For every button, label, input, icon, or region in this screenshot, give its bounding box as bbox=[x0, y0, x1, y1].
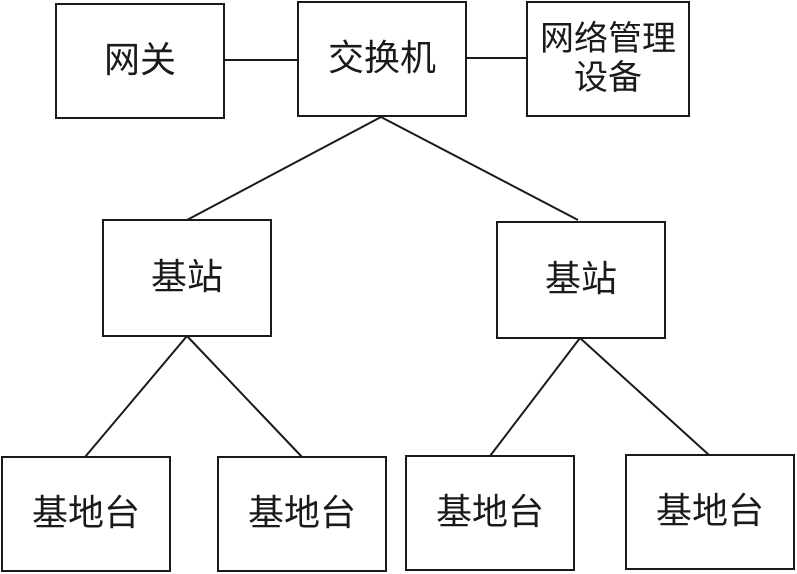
base-station-left-label: 基站 bbox=[150, 257, 223, 299]
terminal-node-1: 基地台 bbox=[1, 456, 171, 572]
gateway-label: 网关 bbox=[103, 40, 176, 82]
terminal-3-label: 基地台 bbox=[435, 492, 544, 534]
base-station-right-node: 基站 bbox=[496, 221, 666, 339]
edge-base-station-right-terminal-3 bbox=[489, 337, 581, 457]
terminal-4-label: 基地台 bbox=[655, 491, 764, 533]
network-management-device-label: 网络管理 设备 bbox=[540, 18, 676, 98]
edge-base-station-left-terminal-2 bbox=[186, 335, 303, 458]
terminal-node-3: 基地台 bbox=[405, 455, 575, 571]
edge-base-station-left-terminal-1 bbox=[84, 335, 188, 458]
network-management-device-node: 网络管理 设备 bbox=[526, 1, 690, 117]
base-station-right-label: 基站 bbox=[544, 259, 617, 301]
edge-base-station-right-terminal-4 bbox=[579, 337, 710, 456]
edge-switch-base-station-right bbox=[380, 116, 579, 221]
terminal-2-label: 基地台 bbox=[247, 493, 356, 535]
terminal-node-4: 基地台 bbox=[625, 454, 795, 570]
terminal-node-2: 基地台 bbox=[217, 456, 387, 572]
terminal-1-label: 基地台 bbox=[31, 493, 140, 535]
switch-node: 交换机 bbox=[297, 1, 467, 117]
gateway-node: 网关 bbox=[55, 3, 225, 119]
edge-switch-base-station-left bbox=[186, 116, 382, 221]
base-station-left-node: 基站 bbox=[102, 219, 272, 337]
switch-label: 交换机 bbox=[327, 38, 436, 80]
